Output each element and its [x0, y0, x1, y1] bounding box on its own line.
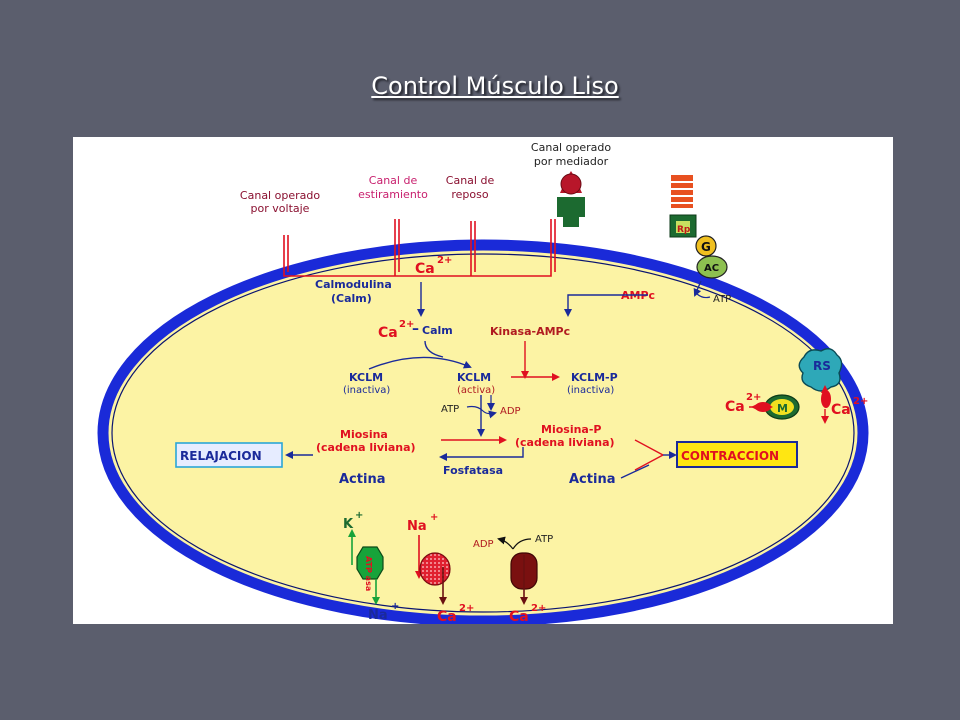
na-ca-exchanger-icon	[419, 552, 451, 586]
m-label: M	[777, 402, 788, 415]
sarcoplasmic-reticulum-icon	[798, 348, 843, 392]
svg-text:+: +	[391, 601, 399, 612]
svg-text:(inactiva): (inactiva)	[343, 385, 390, 396]
myosin-label: Miosina (cadena liviana)	[316, 428, 416, 454]
smooth-muscle-diagram: Canal operado por voltaje Canal de estir…	[97, 141, 869, 627]
svg-text:Canal operado: Canal operado	[531, 141, 611, 154]
diagram-panel: Canal operado por voltaje Canal de estir…	[73, 137, 893, 627]
svg-text:por voltaje: por voltaje	[251, 202, 310, 215]
ampc-atp-label: ATP	[713, 294, 731, 305]
svg-text:Canal de: Canal de	[369, 174, 418, 187]
pump-atp-label: ATP	[535, 534, 553, 545]
kclm-active: KCLM (activa)	[457, 371, 495, 396]
svg-text:+: +	[430, 512, 438, 523]
svg-text:+: +	[355, 510, 363, 521]
svg-text:Na: Na	[407, 519, 427, 534]
svg-text:(cadena liviana): (cadena liviana)	[515, 436, 615, 449]
g-protein-icon	[695, 235, 717, 257]
actin-label-right: Actina	[569, 472, 615, 487]
svg-text:Miosina: Miosina	[340, 428, 388, 441]
svg-text:(inactiva): (inactiva)	[567, 385, 614, 396]
pump-ca-label: Ca 2+	[509, 603, 546, 625]
svg-text:2+: 2+	[746, 392, 761, 403]
svg-text:K: K	[343, 517, 354, 532]
slide-title: Control Músculo Liso	[371, 72, 619, 100]
channel-voltage-label: Canal operado por voltaje	[240, 189, 320, 215]
ca-entry-label: Ca 2+	[415, 255, 452, 277]
svg-text:por mediador: por mediador	[534, 155, 609, 168]
channel-rest-label: Canal de reposo	[446, 174, 495, 201]
kclm-atp-label: ATP	[441, 404, 459, 415]
g-label: G	[701, 240, 711, 254]
kclm-adp-label: ADP	[500, 406, 521, 417]
relajacion-label: RELAJACION	[180, 449, 262, 463]
channel-mediator-label: Canal operado por mediador	[531, 141, 611, 168]
svg-text:(activa): (activa)	[457, 385, 495, 396]
atpase-label: ATP asa	[364, 556, 373, 591]
svg-text:2+: 2+	[399, 319, 414, 330]
svg-text:Calmodulina: Calmodulina	[315, 278, 392, 291]
svg-text:Miosina-P: Miosina-P	[541, 423, 601, 436]
svg-text:2+: 2+	[853, 396, 868, 407]
contraccion-box	[676, 441, 798, 468]
calmodulin-label: Calmodulina (Calm)	[315, 278, 392, 305]
svg-text:reposo: reposo	[451, 188, 488, 201]
pump-adp-label: ADP	[473, 539, 494, 550]
ca-calm-complex: Ca 2+ – Calm	[378, 319, 453, 341]
mito-ca-label: Ca 2+	[725, 392, 761, 415]
svg-text:Ca: Ca	[509, 609, 529, 624]
svg-text:2+: 2+	[437, 255, 452, 266]
kclm-p: KCLM-P (inactiva)	[567, 371, 618, 396]
svg-text:Ca: Ca	[725, 399, 745, 415]
svg-text:Canal de: Canal de	[446, 174, 495, 187]
svg-text:(cadena liviana): (cadena liviana)	[316, 441, 416, 454]
fosfatasa-label: Fosfatasa	[443, 464, 503, 477]
svg-text:Ca: Ca	[415, 261, 435, 277]
contraccion-label: CONTRACCION	[681, 449, 779, 463]
rs-label: RS	[813, 359, 831, 373]
svg-text:2+: 2+	[459, 603, 474, 614]
k-ion-label: K +	[343, 510, 363, 532]
kinasa-label: Kinasa-AMPc	[490, 325, 570, 338]
svg-text:Ca: Ca	[378, 325, 398, 341]
adenylate-cyclase-icon	[696, 255, 728, 279]
kclm-inactive: KCLM (inactiva)	[343, 371, 390, 396]
svg-text:KCLM: KCLM	[457, 371, 491, 384]
channel-stretch-label: Canal de estiramiento	[358, 174, 428, 201]
actin-label-left: Actina	[339, 472, 385, 487]
svg-text:(Calm): (Calm)	[331, 292, 372, 305]
svg-text:2+: 2+	[531, 603, 546, 614]
relajacion-box	[175, 442, 283, 468]
mediator-receptor-icon	[557, 171, 585, 227]
hormone-receptor-icon	[669, 175, 697, 238]
channel-lines	[283, 219, 556, 277]
svg-text:Ca: Ca	[831, 402, 851, 418]
svg-text:Ca: Ca	[437, 609, 457, 624]
svg-text:Canal operado: Canal operado	[240, 189, 320, 202]
myosin-p-label: Miosina-P (cadena liviana)	[515, 423, 615, 449]
ac-label: AC	[704, 263, 719, 274]
svg-text:KCLM-P: KCLM-P	[571, 371, 618, 384]
na-out-label: Na +	[368, 601, 399, 623]
svg-text:Calm: Calm	[422, 324, 453, 337]
cell-membrane	[97, 239, 869, 627]
svg-text:KCLM: KCLM	[349, 371, 383, 384]
exchanger-ca-label: Ca 2+	[437, 603, 474, 625]
svg-text:Na: Na	[368, 608, 388, 623]
na-in-label: Na +	[407, 512, 438, 534]
rs-ca-label: Ca 2+	[831, 396, 868, 418]
svg-text:estiramiento: estiramiento	[358, 188, 428, 201]
svg-text:–: –	[412, 321, 419, 337]
na-k-atpase-icon	[356, 546, 384, 580]
rp-label: Rp	[677, 225, 691, 235]
